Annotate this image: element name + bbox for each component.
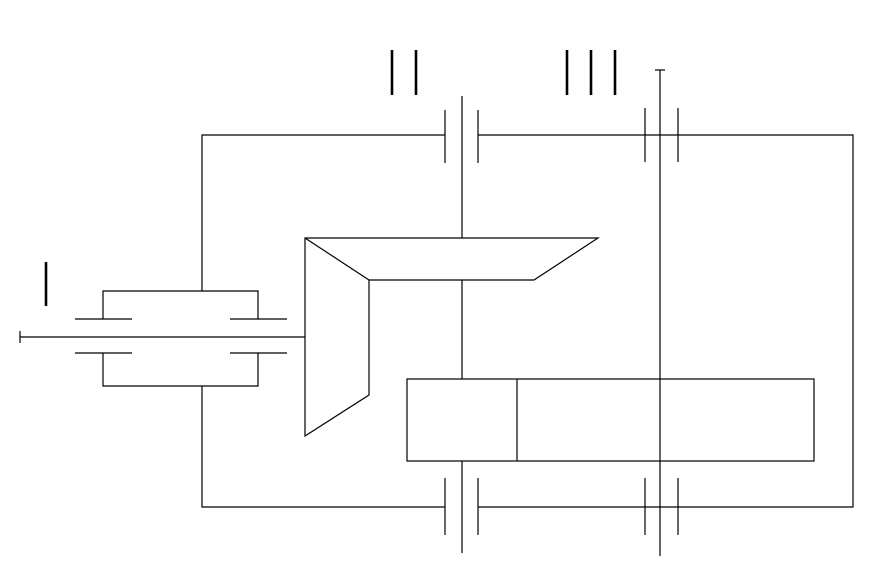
shaft-label-2 xyxy=(390,50,418,95)
spur-gear-block xyxy=(406,378,815,462)
shaft-3-bottom-bearing xyxy=(644,478,679,535)
shaft-1-hub xyxy=(75,290,287,387)
housing-frame xyxy=(201,134,854,508)
bevel-gear-pair xyxy=(304,237,601,438)
shaft-3 xyxy=(655,69,665,556)
shaft-label-3 xyxy=(565,50,617,95)
shaft-2-bottom-bearing xyxy=(444,478,479,535)
shaft-3-top-bearing xyxy=(644,108,679,162)
shaft-1 xyxy=(19,331,305,343)
shaft-2-top-bearing xyxy=(444,110,479,163)
